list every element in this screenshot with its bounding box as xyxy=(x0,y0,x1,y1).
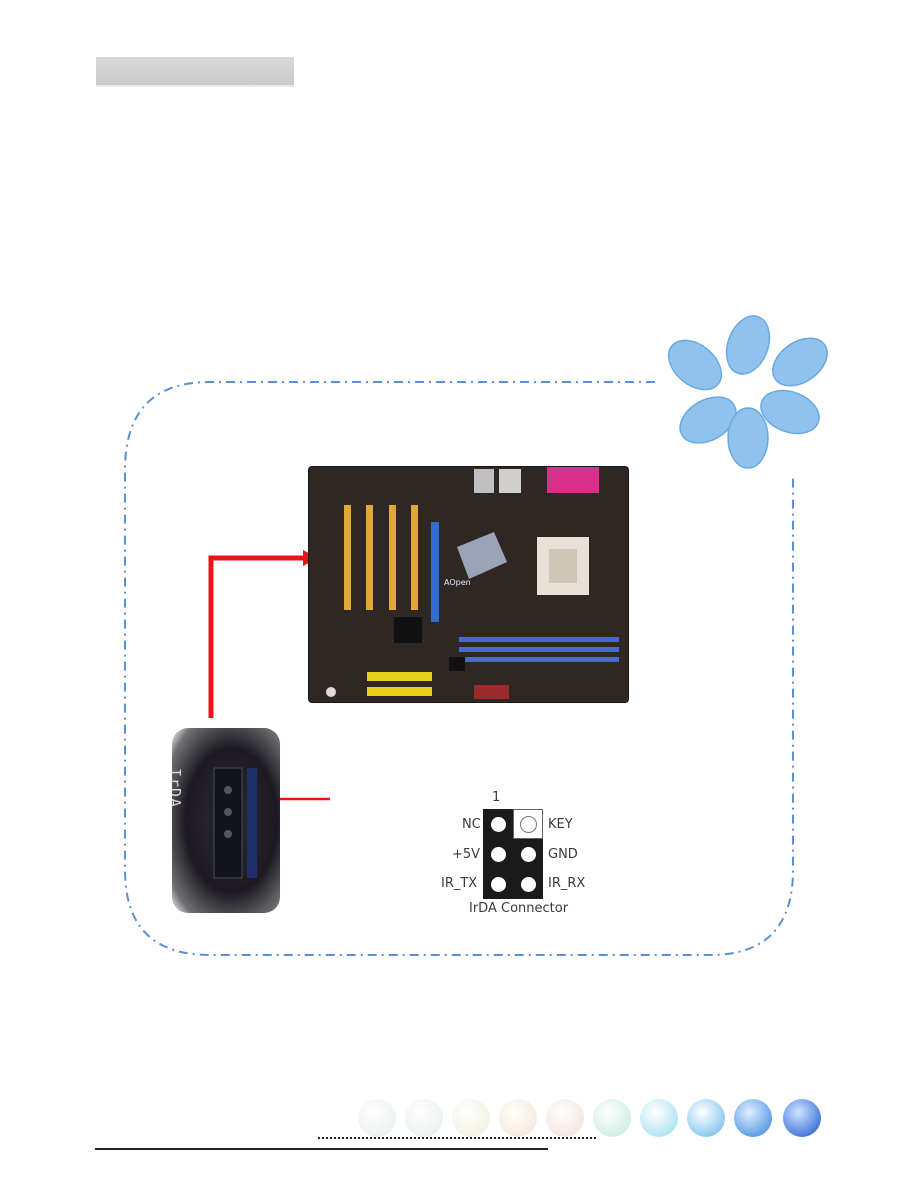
ball-6 xyxy=(593,1099,631,1137)
pin-cell-gnd xyxy=(513,839,543,869)
pin-label-key: KEY xyxy=(548,817,573,832)
connector-caption: IrDA Connector xyxy=(469,901,568,916)
ball-3 xyxy=(452,1099,490,1137)
ball-10 xyxy=(783,1099,821,1137)
pin-cell-5v xyxy=(483,839,513,869)
ball-5 xyxy=(546,1099,584,1137)
pin-label-ir-rx: IR_RX xyxy=(548,876,585,891)
ball-9 xyxy=(734,1099,772,1137)
pin-cell-ir-tx xyxy=(483,869,513,899)
ball-8 xyxy=(687,1099,725,1137)
pin-cell-nc xyxy=(483,809,513,839)
pin-label-ir-tx: IR_TX xyxy=(441,876,477,891)
pin-label-5v: +5V xyxy=(452,847,480,862)
pin1-marker: 1 xyxy=(492,790,500,805)
locator-arrow-line xyxy=(211,558,305,718)
pin-label-gnd: GND xyxy=(548,847,578,862)
closeup-silkscreen-label: IrDA xyxy=(172,768,184,808)
ball-4 xyxy=(499,1099,537,1137)
pin-cell-ir-rx xyxy=(513,869,543,899)
pin-label-nc: NC xyxy=(462,817,481,832)
ball-2 xyxy=(405,1099,443,1137)
ball-1 xyxy=(358,1099,396,1137)
pin-cell-key xyxy=(513,809,543,839)
irda-header-closeup: IrDA xyxy=(172,728,280,913)
ball-7 xyxy=(640,1099,678,1137)
motherboard-image: AOpen xyxy=(309,467,628,702)
flower-icon xyxy=(659,310,836,468)
board-logo: AOpen xyxy=(444,578,471,587)
